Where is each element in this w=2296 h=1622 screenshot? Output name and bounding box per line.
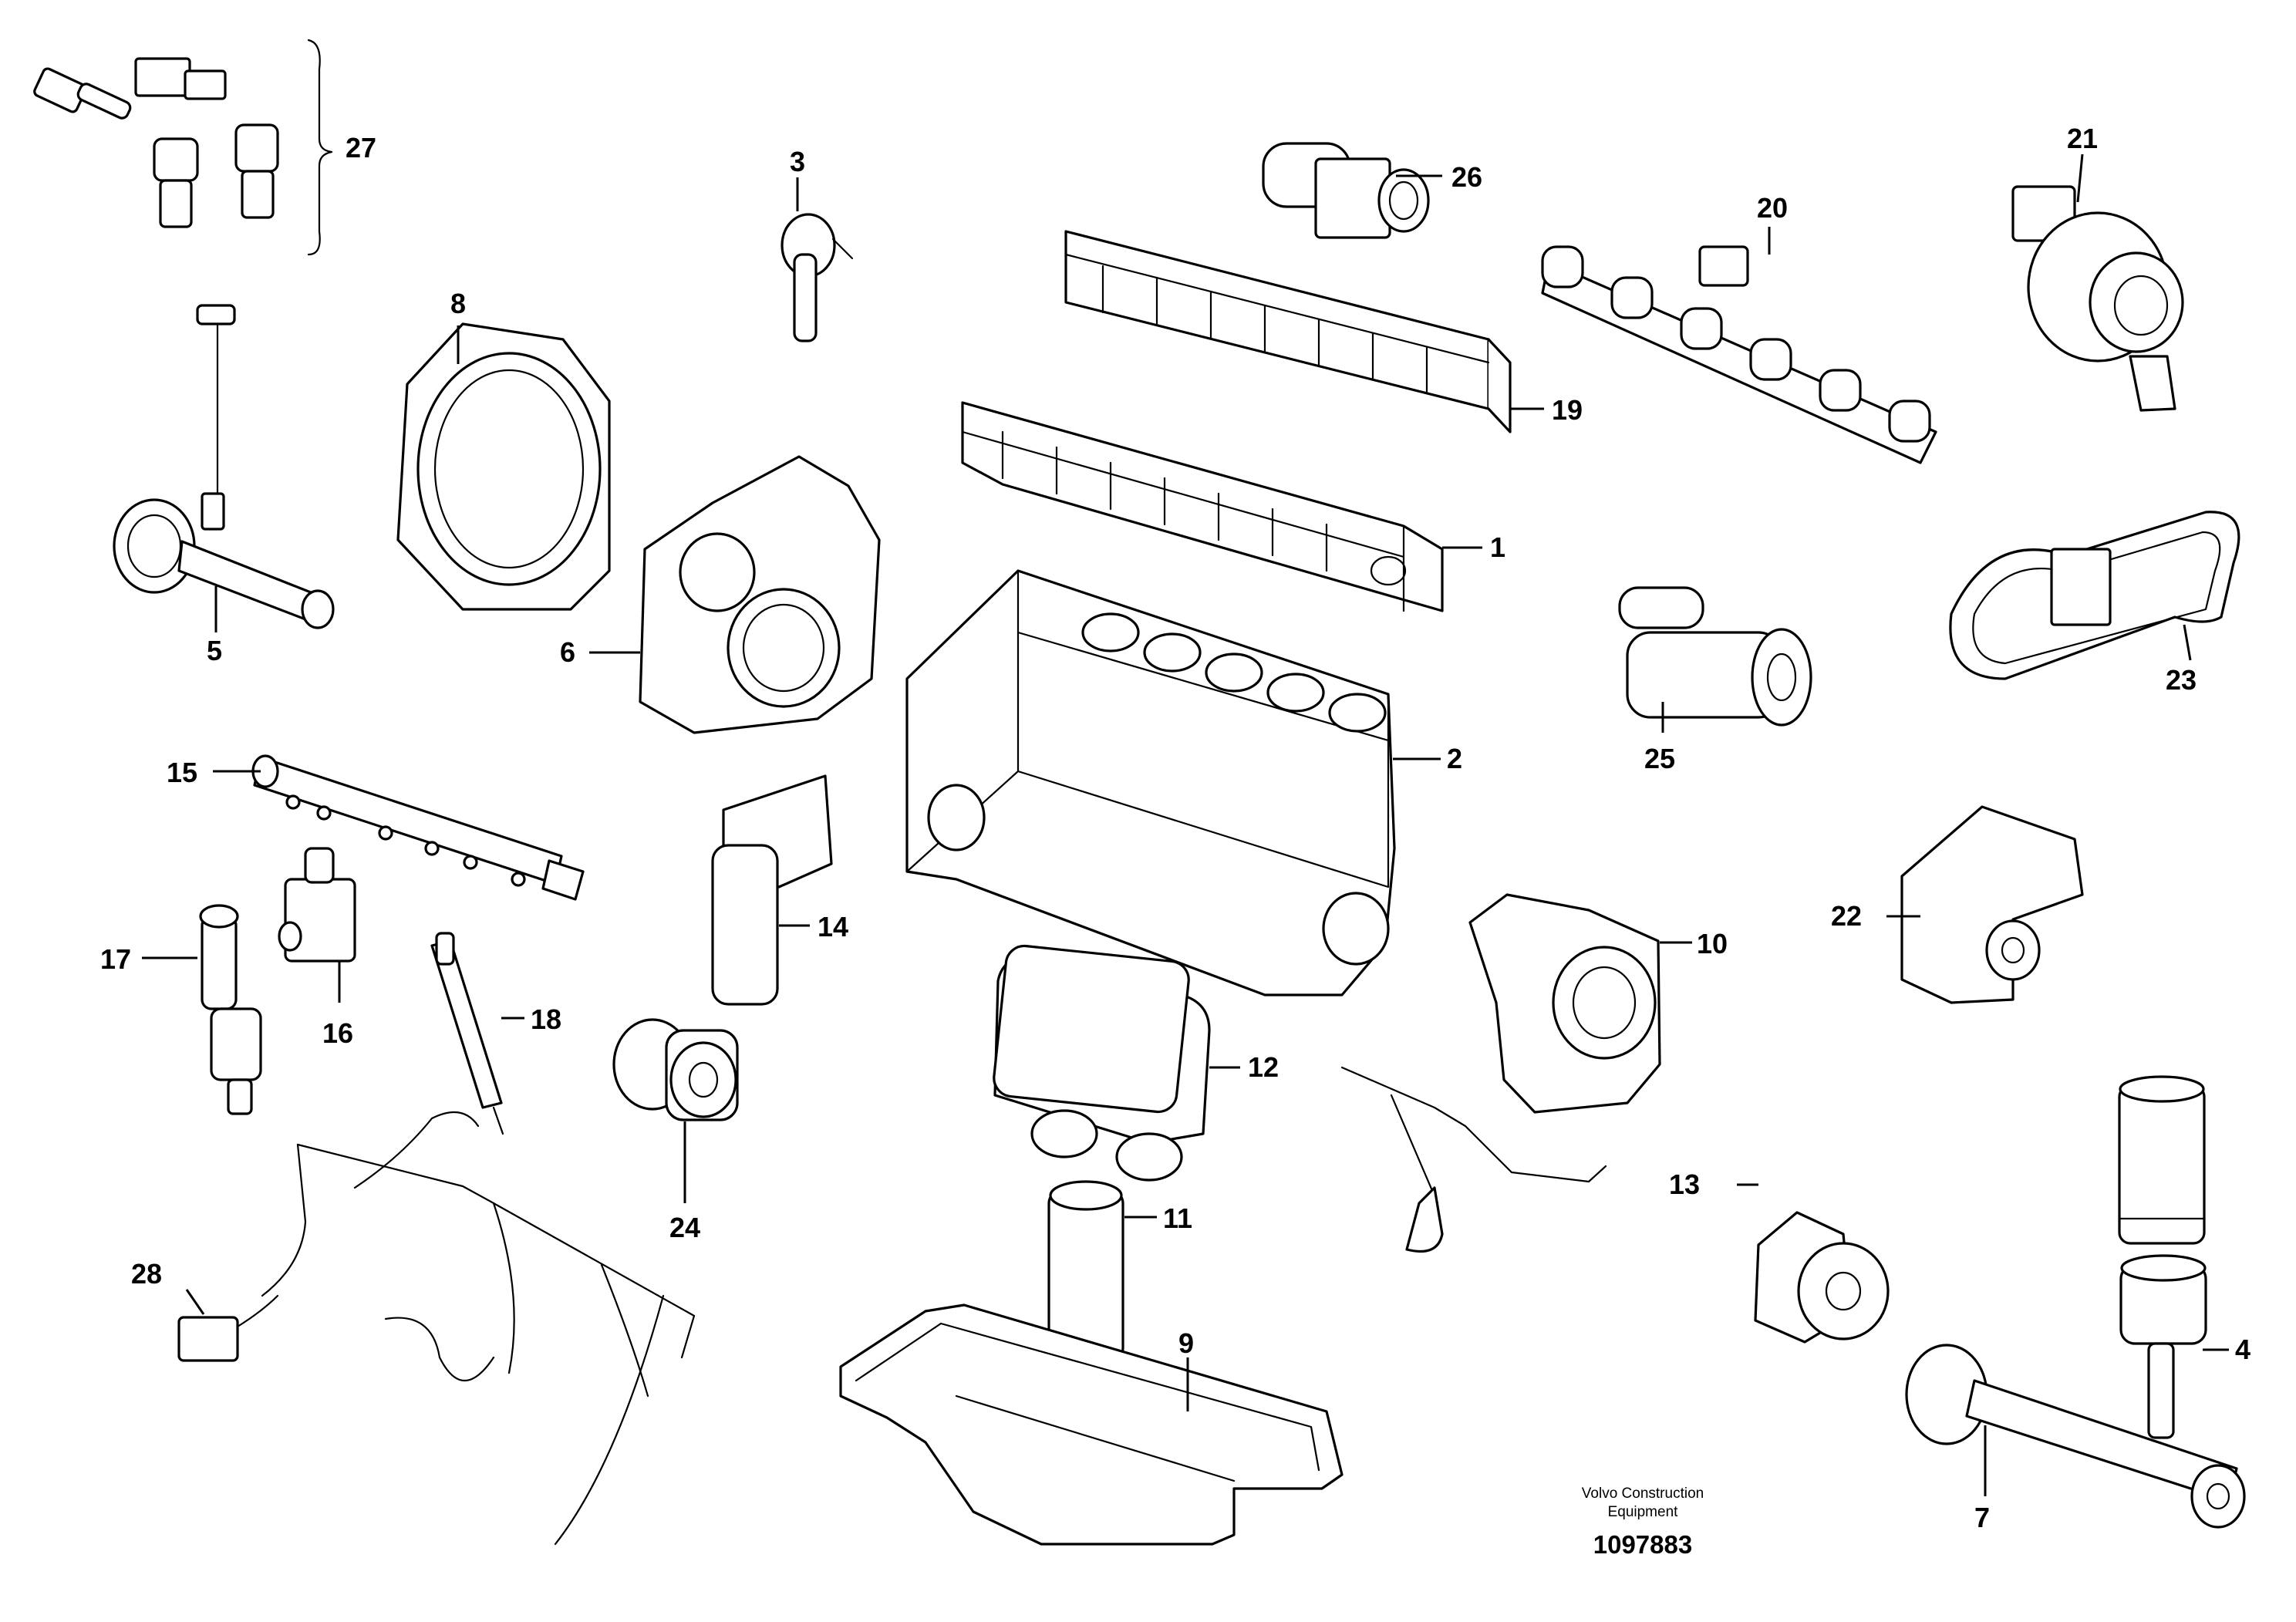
- part-16-pressure-valve: [278, 847, 356, 963]
- callout-2: 2: [1447, 743, 1462, 774]
- callout-11: 11: [1163, 1202, 1192, 1234]
- part-27-sensors: [33, 39, 333, 256]
- part-22-coolant-pump: [1900, 805, 2084, 1004]
- callout-7: 7: [1974, 1502, 1990, 1533]
- callout-1: 1: [1490, 531, 1505, 563]
- callout-15: 15: [167, 757, 197, 788]
- callout-14: 14: [818, 911, 848, 943]
- part-19-rocker-cover: [1064, 230, 1512, 433]
- callout-23: 23: [2166, 664, 2197, 696]
- part-12-oil-cooler: [993, 944, 1211, 1182]
- callout-17: 17: [100, 943, 131, 975]
- part-25-starter-motor: [1618, 586, 1812, 727]
- part-3-sensor: [781, 213, 854, 342]
- callout-13: 13: [1669, 1168, 1700, 1200]
- part-5-camshaft: [113, 304, 335, 629]
- callout-3: 3: [790, 146, 805, 177]
- part-15-fuel-rail: [251, 754, 585, 901]
- callout-9: 9: [1178, 1327, 1194, 1359]
- credit-line-2: Equipment: [1608, 1504, 1679, 1520]
- callout-28: 28: [131, 1258, 162, 1290]
- credit-line-1: Volvo Construction: [1582, 1485, 1704, 1502]
- callout-24: 24: [669, 1212, 700, 1243]
- callout-labels: 27 3 26 20 21 8 19 1 5 6 23 25 2 15 14 1…: [100, 123, 2250, 1533]
- callout-27: 27: [346, 132, 376, 164]
- callout-12: 12: [1248, 1051, 1279, 1083]
- part-4-liner-piston: [2118, 1075, 2207, 1439]
- callout-22: 22: [1831, 900, 1862, 932]
- callout-16: 16: [322, 1017, 353, 1049]
- callout-25: 25: [1644, 743, 1675, 774]
- part-10-oil-pump: [1468, 893, 1661, 1114]
- callout-8: 8: [450, 288, 466, 319]
- callout-20: 20: [1757, 192, 1788, 224]
- part-23-drive-belt: [1949, 511, 2240, 680]
- part-18-injector: [430, 932, 504, 1135]
- part-2-engine-block: [905, 569, 1396, 996]
- dipstick-tube: [1340, 1066, 1607, 1253]
- part-17-injector: [199, 904, 262, 1115]
- part-7-crankshaft: [1905, 1344, 2246, 1529]
- callout-21: 21: [2067, 123, 2098, 154]
- callout-10: 10: [1697, 928, 1728, 959]
- drawing-credit: Volvo Construction Equipment 1097883: [1582, 1485, 1704, 1559]
- part-6-timing-gear-housing: [639, 455, 881, 734]
- part-28-wiring-harness: [177, 1111, 696, 1546]
- part-11-fuel-filter: [1047, 1180, 1124, 1362]
- part-24-fuel-pump: [612, 1018, 739, 1121]
- callout-4: 4: [2235, 1334, 2250, 1365]
- part-8-flywheel-housing: [396, 322, 611, 611]
- callout-5: 5: [207, 635, 222, 666]
- callout-26: 26: [1451, 161, 1482, 193]
- part-14-oil-filter: [711, 774, 833, 1006]
- drawing-number: 1097883: [1593, 1530, 1692, 1559]
- part-20-exhaust-manifold: [1541, 245, 1937, 464]
- part-1-cylinder-head: [961, 401, 1444, 612]
- callout-19: 19: [1552, 394, 1583, 426]
- part-13-thermostat-housing: [1754, 1211, 1890, 1344]
- callout-18: 18: [531, 1003, 561, 1035]
- leader-lines: [142, 153, 2229, 1496]
- part-21-turbocharger: [2011, 185, 2184, 412]
- part-9-oil-sump: [839, 1303, 1344, 1546]
- callout-6: 6: [560, 636, 575, 668]
- part-26-valve: [1262, 142, 1430, 239]
